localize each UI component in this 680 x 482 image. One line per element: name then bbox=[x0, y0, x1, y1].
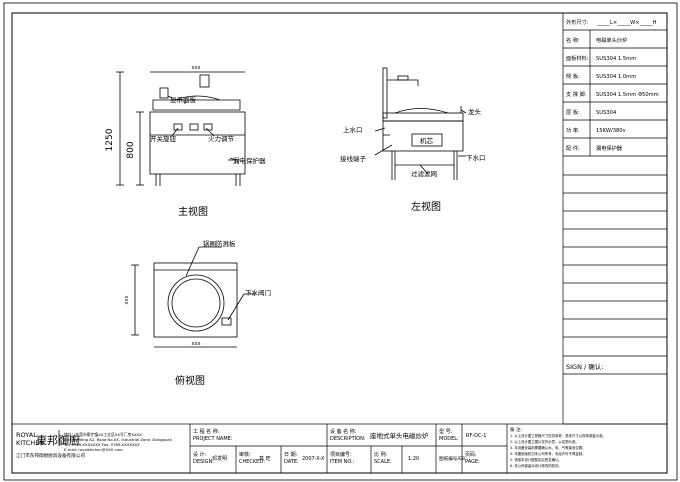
desc-label: 设 备 名 称: bbox=[330, 428, 357, 435]
project-name-label-en: PROJECT NAME: bbox=[193, 436, 233, 442]
remark-line: 3. 本设备安装前需要确认水、电、气等接驳位置。 bbox=[510, 445, 586, 450]
top-view-title: 俯视图 bbox=[175, 374, 205, 387]
label-power-switch: 开关旋钮 bbox=[150, 134, 177, 143]
item-label-en: ITEM NO.: bbox=[330, 459, 355, 465]
label-outlet: 下水口 bbox=[466, 153, 486, 162]
drawing-no: 图纸编号/EB bbox=[439, 455, 465, 462]
spec-row-label: 名 称: bbox=[566, 36, 580, 44]
front-height-800: 800 bbox=[126, 141, 136, 158]
label-faucet: 龙头 bbox=[468, 107, 482, 116]
spec-row-value: SUS304 1.5mm bbox=[596, 56, 636, 62]
front-width-dim: xxx bbox=[192, 65, 201, 71]
spec-row-value: 漏电保护器 bbox=[596, 144, 623, 152]
label-cable-port: 接线端子 bbox=[340, 154, 367, 163]
brand-cn: 東邦御廚 bbox=[36, 433, 80, 447]
check-label-en: CHECKED: bbox=[239, 459, 265, 465]
page-label: 页码: bbox=[465, 451, 477, 458]
scale-label-en: SCALE: bbox=[374, 459, 392, 465]
spec-row-label: 层 板: bbox=[566, 108, 580, 116]
spec-row-label: 配 件: bbox=[566, 144, 580, 152]
top-depth-dim: xxx bbox=[124, 296, 130, 305]
top-width-dim: xxx bbox=[192, 341, 201, 347]
label-filter-net: 过滤滤网 bbox=[411, 169, 437, 178]
company-name: 江门市东邦御厨厨具设备有限公司 bbox=[16, 452, 85, 459]
label-leak-protector: 漏电保护器 bbox=[233, 156, 266, 165]
checker: 高 旺 bbox=[259, 455, 271, 462]
label-machine: 机芯 bbox=[420, 136, 434, 145]
design-label-en: DESIGN: bbox=[193, 459, 214, 465]
remark-line: 6. 本公司保留对设计修改的权利。 bbox=[510, 463, 562, 468]
designer: 邓发明 bbox=[212, 455, 227, 462]
label-pan-ring: 锅圈防溅板 bbox=[203, 239, 236, 248]
spec-row-value: SUS304 1.5mm Φ50mm bbox=[596, 92, 659, 98]
label-fire-switch: 火力调节 bbox=[208, 134, 235, 143]
check-label: 审核: bbox=[239, 451, 251, 458]
label-inlet: 上水口 bbox=[343, 125, 363, 134]
brand-en-2: KITCHEN bbox=[16, 439, 44, 447]
spec-row-value: 电磁单头炒炉 bbox=[596, 36, 627, 44]
model-label: 型 号: bbox=[439, 428, 453, 435]
spec-size-label: 外形尺寸: bbox=[566, 18, 589, 26]
scale-label: 比 例: bbox=[374, 451, 388, 458]
date-value: 2007-X-X bbox=[302, 456, 325, 462]
design-label: 设 计: bbox=[193, 451, 207, 458]
project-name-label: 工 程 名 称: bbox=[193, 428, 220, 435]
item-label: 项目编号: bbox=[330, 451, 352, 458]
date-label-en: DATE: bbox=[284, 459, 299, 465]
top-view bbox=[131, 246, 256, 348]
spec-row-label: 面板材料: bbox=[566, 54, 589, 62]
spec-row-value: SUS304 bbox=[596, 110, 617, 116]
spec-row-value: SUS304 1.0mm bbox=[596, 74, 636, 80]
page-label-en: PAGE: bbox=[465, 459, 480, 465]
title-block bbox=[11, 423, 668, 474]
label-display-panel: 显示面板 bbox=[170, 95, 197, 104]
remark-line: 5. 请按本设计图核实后签名确认。 bbox=[510, 457, 562, 462]
spec-size-value: _____L×_____W×_____H bbox=[596, 20, 657, 26]
spec-row-value: 15KW/380v bbox=[596, 128, 626, 134]
spec-row-label: 侧 板: bbox=[566, 72, 580, 80]
remark-line: 4. 本图纸版权归本公司所有，未经许可不得复制。 bbox=[510, 451, 586, 456]
desc-value: 座地式单头电磁炒炉 bbox=[370, 431, 429, 440]
remarks-label: 备 注: bbox=[510, 426, 523, 433]
address-line: 地址：东莞市寮步镇XX工业区XX号厂房XXXX bbox=[64, 432, 142, 437]
model-value: RF-DC-1 bbox=[466, 433, 486, 439]
spec-row-label: 支 撑 脚: bbox=[566, 90, 587, 98]
address-line: E-mail: royalkitchen@XXX.com bbox=[64, 447, 123, 452]
desc-label-en: DESCRIPTION: bbox=[330, 436, 366, 442]
outer-border bbox=[3, 2, 678, 481]
front-view bbox=[116, 71, 246, 186]
spec-row-label: 功 率: bbox=[566, 126, 580, 134]
label-drain-valve: 下水阀门 bbox=[245, 288, 271, 297]
date-label: 日 期: bbox=[284, 452, 298, 458]
model-label-en: MODEL: bbox=[439, 436, 459, 442]
remark-line: 1. 以上设计图之规格尺寸仅供参考，具体尺寸以现场测量为准。 bbox=[510, 433, 606, 438]
inner-border bbox=[11, 12, 668, 474]
scale-value: 1:20 bbox=[408, 456, 419, 462]
left-view-title: 左视图 bbox=[411, 200, 441, 213]
sign-label: SIGN / 确认: bbox=[566, 362, 603, 371]
remark-line: 2. 以上设计图之图片仅作示意，以实物为准。 bbox=[510, 439, 579, 444]
front-height-1250: 1250 bbox=[105, 128, 115, 151]
front-view-title: 主视图 bbox=[178, 205, 208, 218]
brand-en-1: ROYAL bbox=[16, 431, 37, 439]
left-view bbox=[374, 67, 467, 180]
address-line: Tel: 0769-XXXXXXX Fax: 0769-XXXXXXX bbox=[63, 442, 140, 447]
address-line: Add:Building A2, Road No.XX, Industrial … bbox=[64, 437, 173, 442]
